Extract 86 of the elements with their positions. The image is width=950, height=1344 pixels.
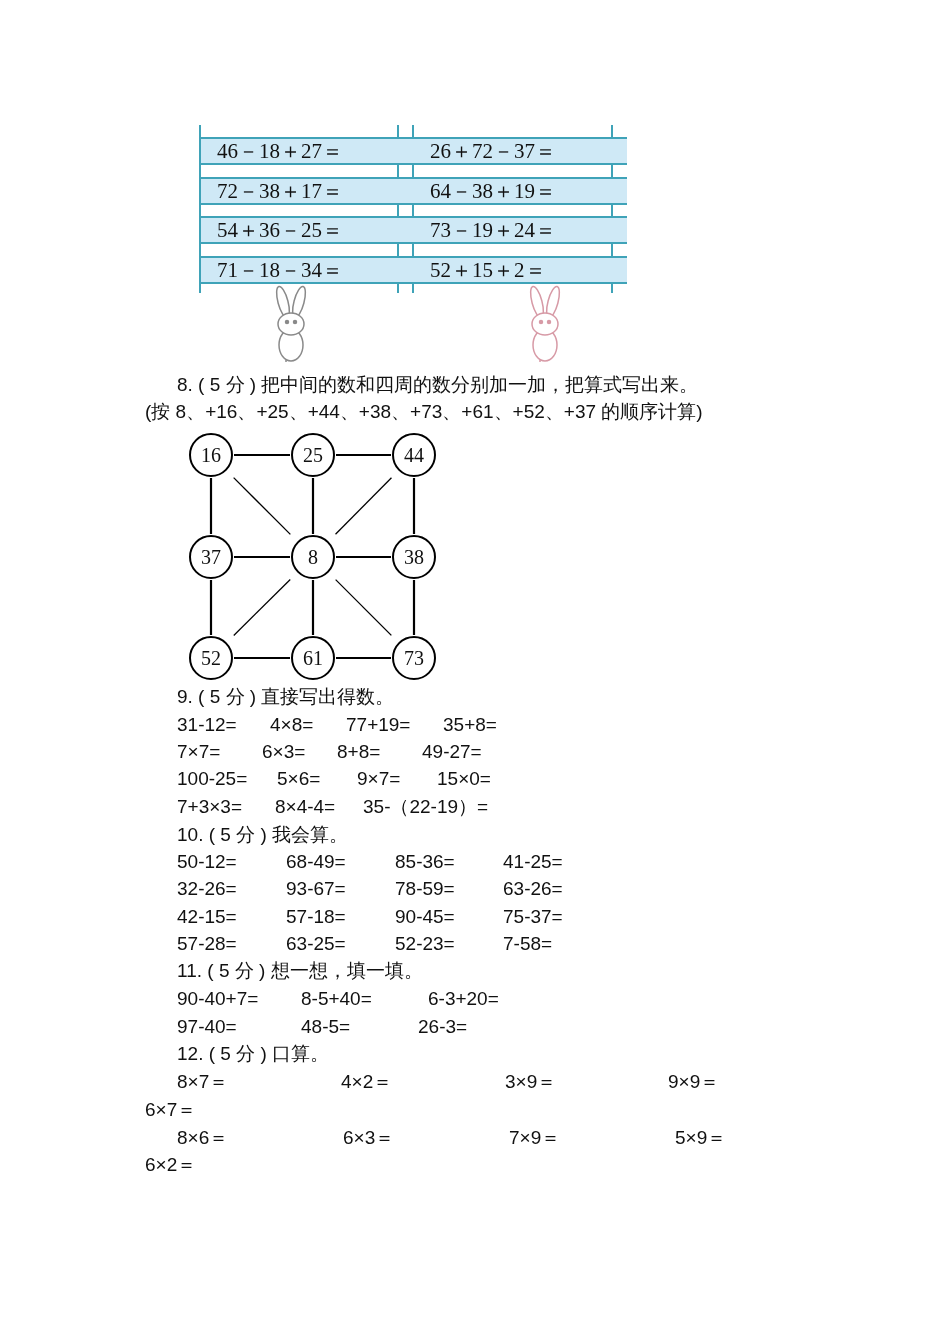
connecting-line: [234, 555, 290, 559]
equation-text: 77+19=: [346, 713, 411, 737]
number-circle: 38: [392, 535, 436, 579]
equation-text: 32-26=: [177, 877, 237, 901]
number-circle: 8: [291, 535, 335, 579]
connecting-line: [311, 580, 315, 635]
number-circle: 16: [189, 433, 233, 477]
equation-text: 35-（22-19）=: [363, 795, 489, 819]
number-circle: 44: [392, 433, 436, 477]
equation-text: 85-36=: [395, 850, 455, 874]
equation-text: 8×7＝: [177, 1070, 229, 1094]
table-cell: 46－18＋27＝: [201, 137, 414, 165]
connecting-line: [209, 580, 213, 635]
equation-text: 5×6=: [277, 767, 321, 791]
equation-text: 49-27=: [422, 740, 482, 764]
equation-text: 35+8=: [443, 713, 497, 737]
question-text: 9. ( 5 分 ) 直接写出得数。: [177, 685, 395, 709]
equation-text: 63-26=: [503, 877, 563, 901]
equation-text: 31-12=: [177, 713, 237, 737]
connecting-line: [335, 579, 392, 636]
equation-text: 97-40=: [177, 1015, 237, 1039]
connecting-line: [336, 453, 391, 457]
table-cell: 52＋15＋2＝: [414, 256, 627, 284]
equation-text: 26-3=: [418, 1015, 468, 1039]
number-circle: 25: [291, 433, 335, 477]
equation-text: 78-59=: [395, 877, 455, 901]
table-cell: 64－38＋19＝: [414, 177, 627, 205]
equation-text: 4×2＝: [341, 1070, 393, 1094]
equation-text: 93-67=: [286, 877, 346, 901]
connecting-line: [234, 656, 290, 660]
equation-text: 6-3+20=: [428, 987, 499, 1011]
equation-text: 6×3＝: [343, 1126, 395, 1150]
connecting-line: [412, 580, 416, 635]
question-text: 10. ( 5 分 ) 我会算。: [177, 823, 349, 847]
equation-text: 7×9＝: [509, 1126, 561, 1150]
equation-text: 8+8=: [337, 740, 381, 764]
equation-text: 8×4-4=: [275, 795, 336, 819]
equation-text: 63-25=: [286, 932, 346, 956]
equation-text: 4×8=: [270, 713, 314, 737]
table-cell: 71－18－34＝: [201, 256, 414, 284]
question-text: 8. ( 5 分 ) 把中间的数和四周的数分别加一加，把算式写出来。: [177, 373, 699, 397]
equation-text: 57-18=: [286, 905, 346, 929]
table-cell: 26＋72－37＝: [414, 137, 627, 165]
question-text: 12. ( 5 分 ) 口算。: [177, 1042, 330, 1066]
equation-text: 7×7=: [177, 740, 221, 764]
connecting-line: [336, 656, 391, 660]
connecting-line: [311, 478, 315, 534]
equation-text: 50-12=: [177, 850, 237, 874]
equation-text: 6×2＝: [145, 1153, 197, 1177]
equation-text: 3×9＝: [505, 1070, 557, 1094]
equation-text: 90-45=: [395, 905, 455, 929]
equation-text: 57-28=: [177, 932, 237, 956]
equation-text: 6×7＝: [145, 1098, 197, 1122]
connecting-line: [209, 478, 213, 534]
connecting-line: [234, 453, 290, 457]
table-cell: 73－19＋24＝: [414, 216, 627, 244]
number-circle: 73: [392, 636, 436, 680]
equation-text: 90-40+7=: [177, 987, 259, 1011]
equation-text: 15×0=: [437, 767, 491, 791]
table-cell: 72－38＋17＝: [201, 177, 414, 205]
question-text: (按 8、+16、+25、+44、+38、+73、+61、+52、+37 的顺序计算): [145, 400, 703, 424]
connecting-line: [233, 578, 291, 637]
equation-text: 42-15=: [177, 905, 237, 929]
number-circle: 61: [291, 636, 335, 680]
equation-text: 7-58=: [503, 932, 553, 956]
equation-text: 8-5+40=: [301, 987, 372, 1011]
equation-text: 6×3=: [262, 740, 306, 764]
connecting-line: [336, 555, 391, 559]
equation-text: 9×9＝: [668, 1070, 720, 1094]
equation-text: 5×9＝: [675, 1126, 727, 1150]
number-circle: 52: [189, 636, 233, 680]
equation-text: 48-5=: [301, 1015, 351, 1039]
table-cell: 54＋36－25＝: [201, 216, 414, 244]
equation-text: 41-25=: [503, 850, 563, 874]
equation-text: 7+3×3=: [177, 795, 242, 819]
equation-text: 9×7=: [357, 767, 401, 791]
equation-text: 8×6＝: [177, 1126, 229, 1150]
number-circle: 37: [189, 535, 233, 579]
equation-text: 68-49=: [286, 850, 346, 874]
equation-text: 52-23=: [395, 932, 455, 956]
equation-text: 100-25=: [177, 767, 248, 791]
connecting-line: [412, 478, 416, 534]
question-text: 11. ( 5 分 ) 想一想，填一填。: [177, 959, 423, 983]
connecting-line: [233, 477, 291, 535]
connecting-line: [334, 477, 393, 535]
equation-text: 75-37=: [503, 905, 563, 929]
